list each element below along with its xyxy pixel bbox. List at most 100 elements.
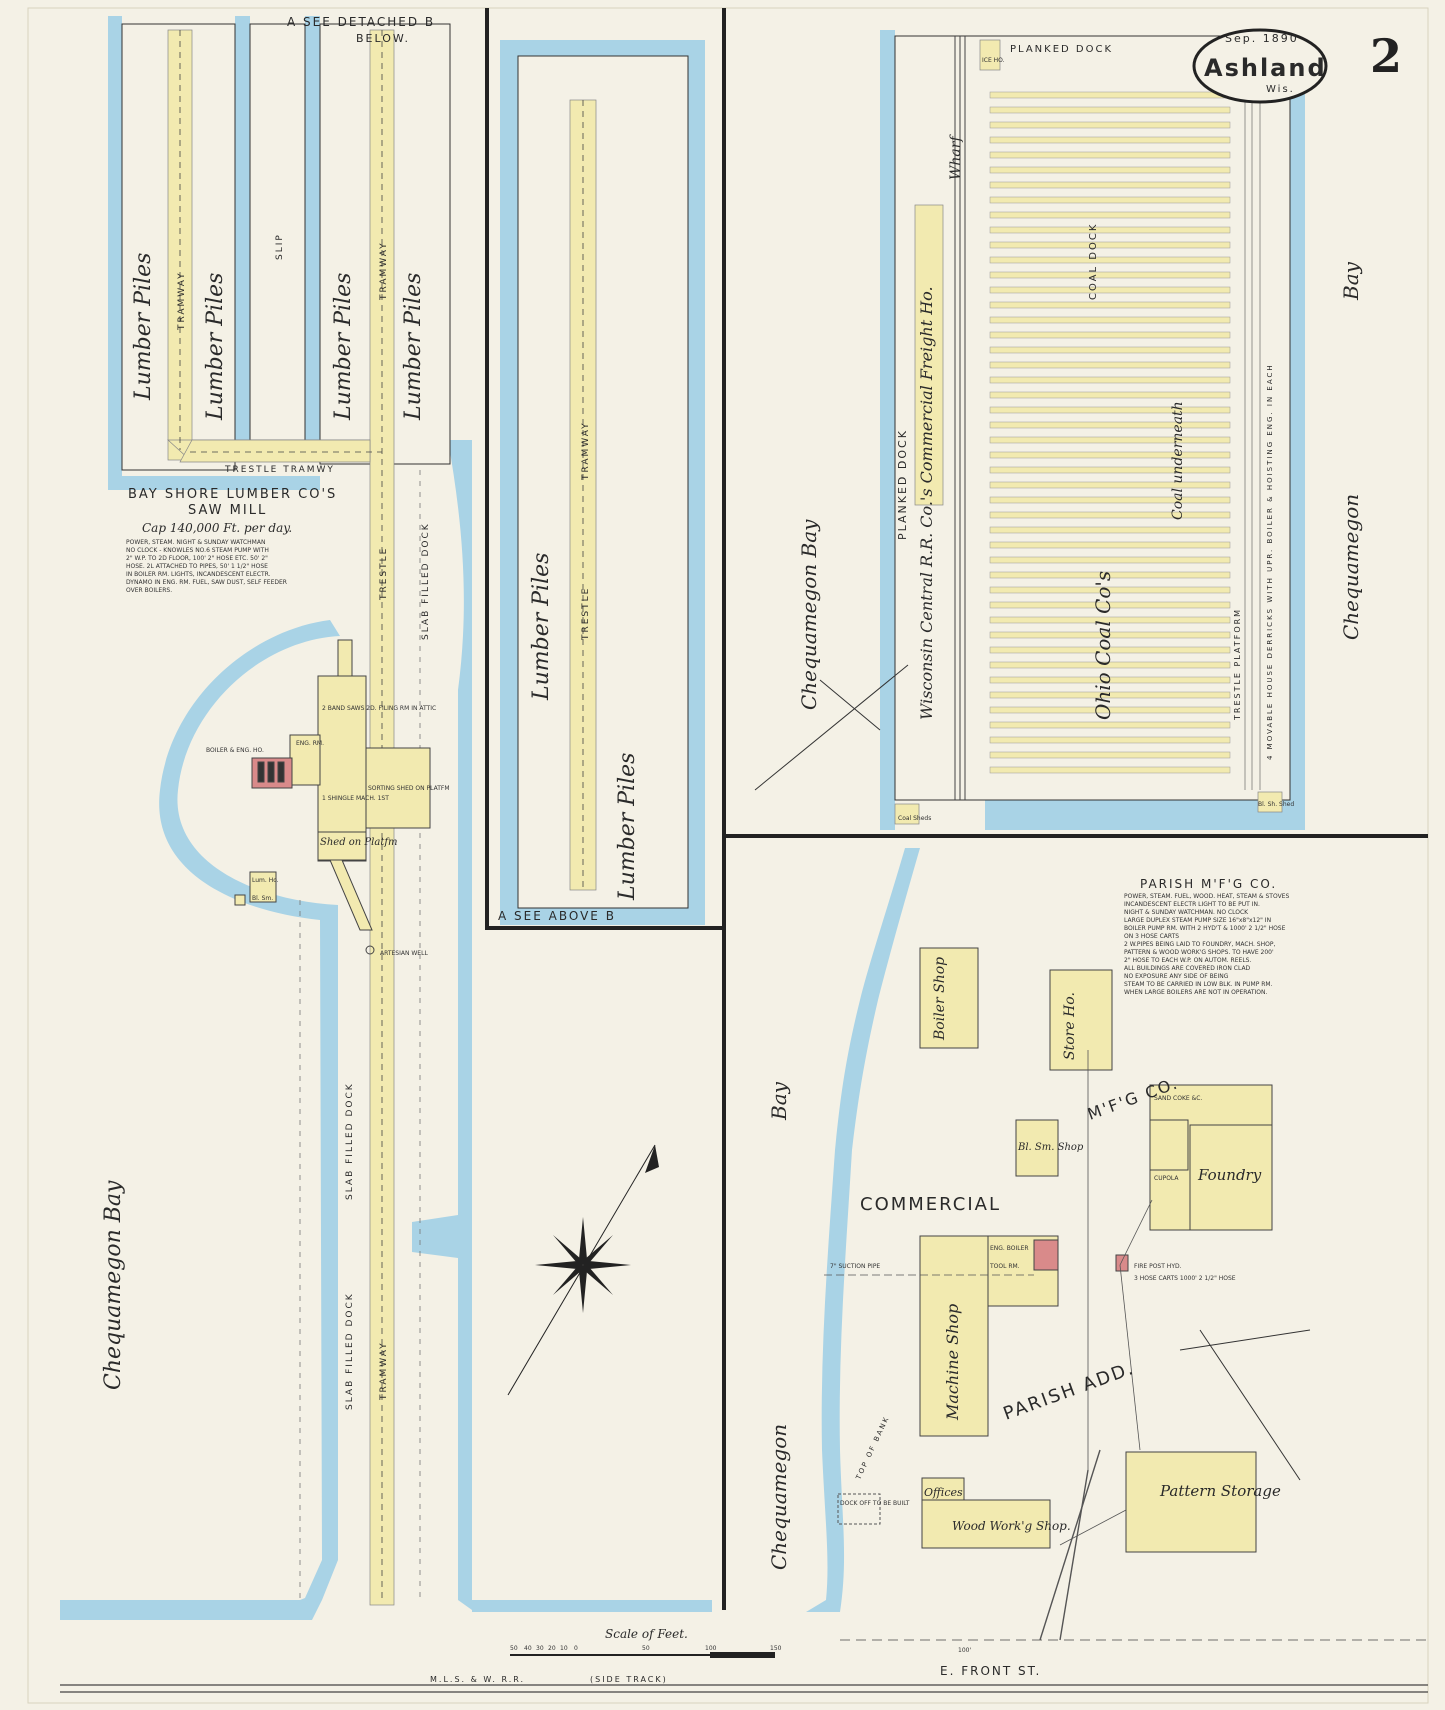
- saw-note-5: IN BOILER RM. LIGHTS, INCANDESCENT ELECT…: [126, 571, 271, 578]
- fire-post-label: FIRE POST HYD.: [1134, 1263, 1182, 1270]
- coal-dock-strip: [989, 346, 1231, 354]
- tick-6: 50: [642, 1645, 650, 1652]
- sheet-date: Sep. 1890: [1225, 32, 1299, 45]
- see-detached-label: A SEE DETACHED B: [287, 15, 435, 29]
- coal-dock-strip: [989, 286, 1231, 294]
- tick-7: 100: [705, 1645, 717, 1652]
- below-label: BELOW.: [356, 32, 410, 45]
- bl-sm-shop: [1015, 1119, 1059, 1177]
- coal-dock-strip: [989, 661, 1231, 669]
- coal-dock-strip: [989, 616, 1231, 624]
- bay-east: Bay: [1339, 261, 1363, 301]
- coal-dock-label: COAL DOCK: [1088, 223, 1099, 300]
- slip-label: SLIP: [275, 233, 285, 260]
- scale-bar: Scale of Feet.: [510, 1627, 775, 1658]
- store-ho-label: Store Ho.: [1062, 992, 1078, 1060]
- shed-platf-label: Shed on Platfm: [320, 837, 398, 848]
- tick-5: 0: [574, 1645, 578, 1652]
- saw-mill-notes: POWER, STEAM. NIGHT & SUNDAY WATCHMAN NO…: [126, 539, 287, 594]
- coal-dock: [894, 35, 1291, 825]
- coal-dock-strip: [989, 166, 1231, 174]
- sheet-state: Wis.: [1266, 84, 1295, 95]
- coal-dock-strip: [989, 541, 1231, 549]
- coal-dock-strip: [989, 691, 1231, 699]
- coal-dock-strip: [989, 376, 1231, 384]
- tick-2: 30: [536, 1645, 544, 1652]
- coal-dock-strip: [989, 121, 1231, 129]
- parish-note-12: STEAM TO BE CARRIED IN LOW BLK. IN PUMP …: [1124, 981, 1273, 988]
- sheet-border: [27, 7, 1429, 1704]
- wood-workg-shop: [921, 1499, 1051, 1549]
- coal-dock-strip: [989, 91, 1231, 99]
- trestle-label-1: TRESTLE: [379, 547, 389, 601]
- parish-buildings: [919, 947, 1273, 1553]
- cupola-bldg: [1149, 1119, 1189, 1171]
- saw-mill-buildings: [234, 639, 431, 955]
- trestle-mid: TRESTLE: [581, 587, 591, 641]
- bl-sh-shed-label: Bl. Sh. Shed: [1258, 801, 1294, 808]
- coal-dock-strip: [989, 496, 1231, 504]
- ohio-coal-label: Ohio Coal Co's: [1091, 571, 1115, 720]
- boiler-rm-label: BOILER & ENG. HO.: [206, 747, 264, 754]
- tick-3: 20: [548, 1645, 556, 1652]
- rr-label: M.L.S. & W. R.R.: [430, 1675, 525, 1684]
- lumber-piles-4: Lumber Piles: [401, 273, 426, 421]
- eng-boiler-label: ENG. BOILER: [990, 1245, 1029, 1252]
- sheet-city: Ashland: [1204, 54, 1327, 82]
- lum-ho-label: Lum. Ho.: [252, 877, 279, 884]
- tool-rm-label: TOOL RM.: [989, 1263, 1020, 1270]
- dock-off-outline: [837, 1493, 881, 1525]
- water-areas: [60, 16, 1305, 1620]
- coal-dock-strip: [989, 271, 1231, 279]
- pattern-storage-label: Pattern Storage: [1159, 1482, 1281, 1500]
- saw-note-4: HOSE. 2L ATTACHED TO PIPES, 50' 1 1/2" H…: [126, 563, 268, 570]
- trestle-tramway-mid: TRAMWAY: [581, 421, 591, 481]
- planked-dock-top: PLANKED DOCK: [1010, 44, 1113, 55]
- coal-dock-strip: [989, 331, 1231, 339]
- dock-off-label: DOCK OFF TO BE BUILT: [840, 1500, 910, 1507]
- parish-note-2: INCANDESCENT ELECTR LIGHT TO BE PUT IN.: [1124, 901, 1260, 908]
- sheet-number: 2: [1370, 29, 1402, 83]
- coal-dock-ties: [1244, 90, 1261, 790]
- coal-dock-strip: [989, 241, 1231, 249]
- rail-line: [60, 1639, 1428, 1693]
- suction-pipe-label: 7" SUCTION PIPE: [830, 1263, 880, 1270]
- parish-note-11: NO EXPOSURE ANY SIDE OF BEING: [1124, 973, 1229, 980]
- artesian-well-label: ARTESIAN WELL: [380, 950, 428, 957]
- sorting-shed-label: SORTING SHED ON PLATFM: [368, 785, 450, 792]
- lumber-piles-3: Lumber Piles: [331, 273, 356, 421]
- north-arrow-cross: [819, 679, 881, 731]
- machine-shop-label: Machine Shop: [943, 1304, 962, 1421]
- boiler-shop: [919, 947, 979, 1049]
- saw-mill-title-2: SAW MILL: [188, 503, 267, 518]
- scale-title: Scale of Feet.: [605, 1627, 688, 1641]
- saw-mill-capacity: Cap 140,000 Ft. per day.: [142, 521, 292, 535]
- coal-dock-strip: [989, 391, 1231, 399]
- coal-dock-strip: [989, 601, 1231, 609]
- wood-workg-label: Wood Work'g Shop.: [952, 1519, 1071, 1533]
- parish-note-5: BOILER PUMP RM. WITH 2 HYD'T & 1000' 2 1…: [1124, 925, 1286, 932]
- sand-coke-label: SAND COKE &C.: [1154, 1095, 1202, 1102]
- coal-dock-strip: [989, 766, 1231, 774]
- parish-note-13: WHEN LARGE BOILERS ARE NOT IN OPERATION.: [1124, 989, 1268, 996]
- offices-label: Offices: [924, 1486, 963, 1499]
- tick-4: 10: [560, 1645, 568, 1652]
- engine-rm-label: ENG. RM.: [296, 740, 324, 747]
- parish-note-8: PATTERN & WOOD WORK'G SHOPS. TO HAVE 200…: [1124, 949, 1274, 956]
- wharf-label: Wharf: [948, 134, 964, 180]
- coal-underneath-label: Coal underneath: [1170, 401, 1186, 520]
- parish-note-3: NIGHT & SUNDAY WATCHMAN. NO CLOCK: [1124, 909, 1249, 916]
- saw-mill-title-1: BAY SHORE LUMBER CO'S: [128, 487, 337, 502]
- lumber-piles-2: Lumber Piles: [203, 273, 228, 421]
- store-house: [1049, 969, 1113, 1071]
- tick-8: 150: [770, 1645, 782, 1652]
- boiler-shop-label: Boiler Shop: [932, 957, 948, 1041]
- parish-pipes: [824, 1050, 1153, 1641]
- dist-100-label: 100': [958, 1647, 971, 1654]
- coal-dock-strip: [989, 211, 1231, 219]
- planked-dock-left: PLANKED DOCK: [896, 429, 909, 540]
- see-above-label: A SEE ABOVE B: [498, 909, 616, 923]
- bl-sm-label: Bl. Sm.: [252, 895, 273, 902]
- slab-dock-label-3: SLAB FILLED DOCK: [345, 1292, 355, 1410]
- tick-1: 40: [524, 1645, 532, 1652]
